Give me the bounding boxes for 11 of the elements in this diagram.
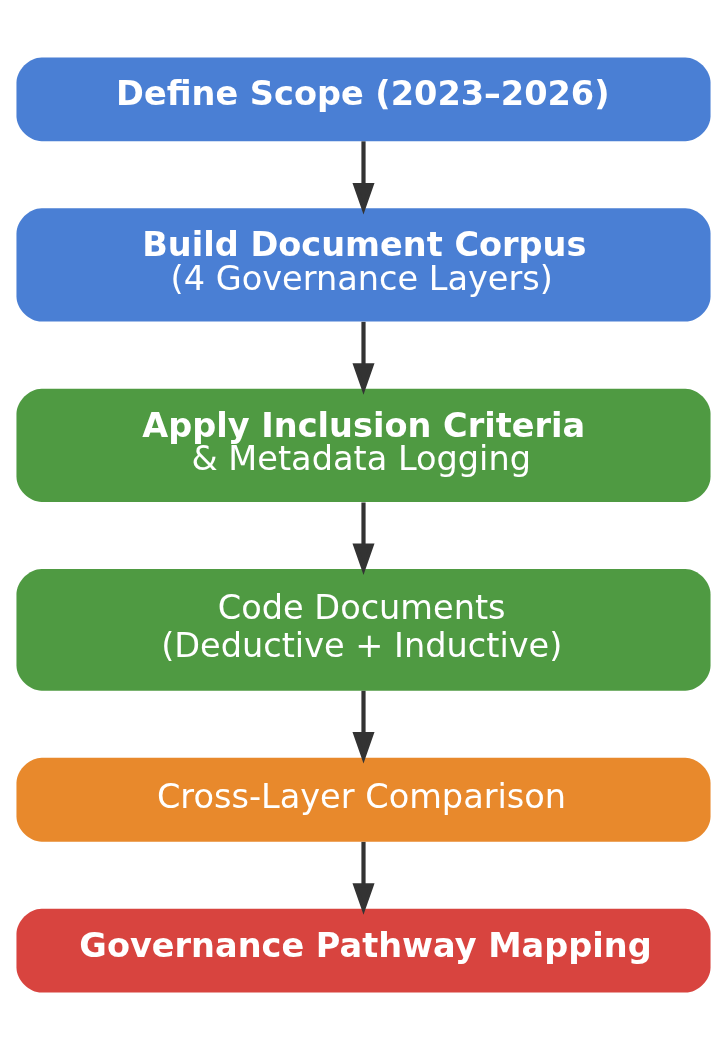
node-box: Define Scope (2023–2026) <box>16 56 711 141</box>
node-box: Governance Pathway Mapping <box>16 908 711 993</box>
arrow <box>352 502 375 575</box>
arrow <box>352 140 375 215</box>
node-box: Cross-Layer Comparison <box>16 757 711 842</box>
node-box: Apply Inclusion Criteria & Metadata Logging <box>16 388 711 502</box>
arrow <box>352 321 375 395</box>
arrow <box>352 690 375 763</box>
node-box: Build Document Corpus (4 Governance Layers) <box>16 207 711 322</box>
arrow <box>352 841 375 915</box>
node-box: Code Documents (Deductive + Inductive) <box>16 568 711 691</box>
